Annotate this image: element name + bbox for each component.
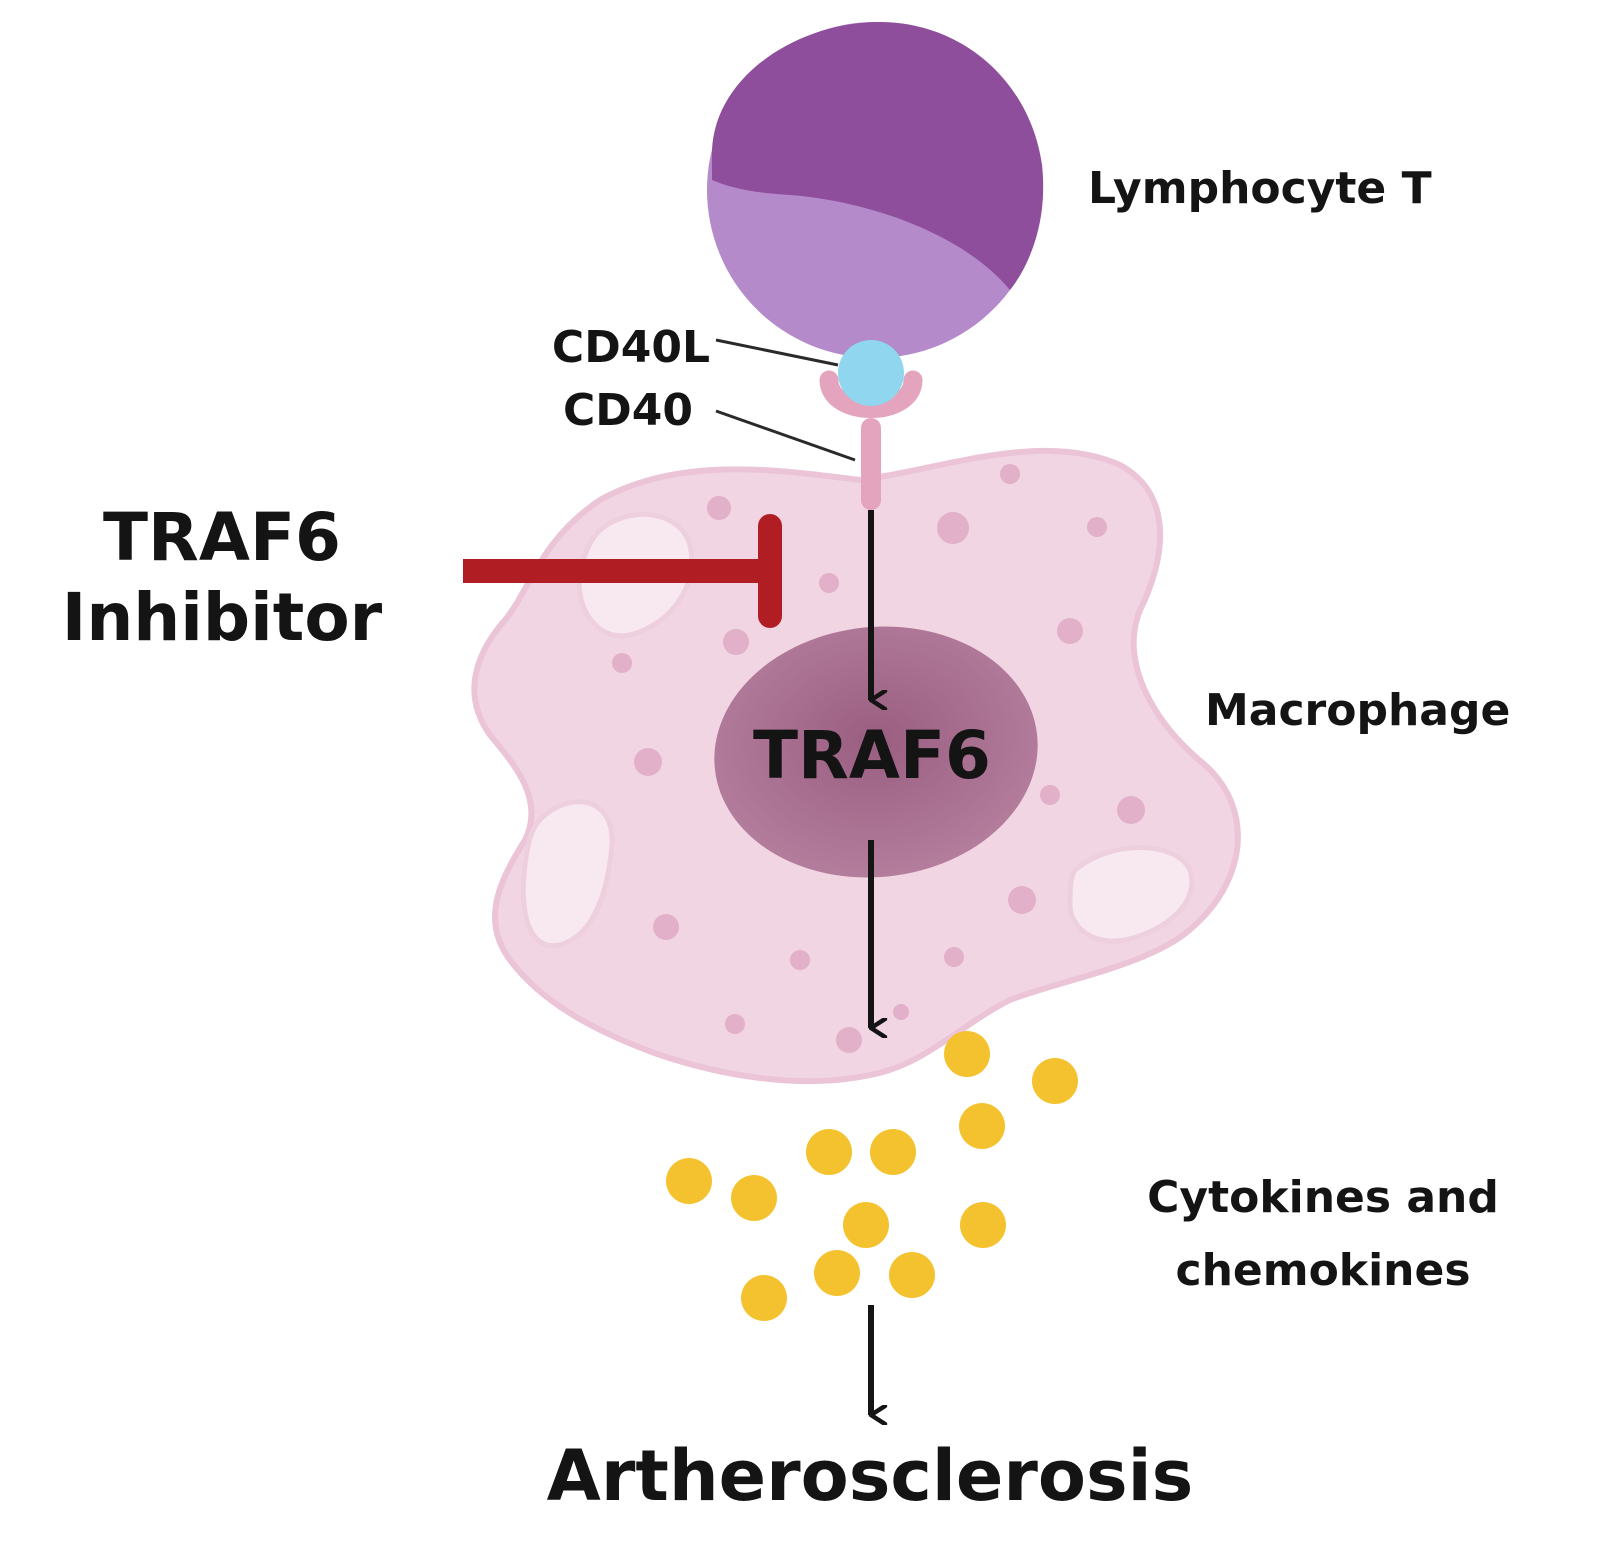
cd40l-label: CD40L bbox=[552, 322, 710, 373]
traf6-label: TRAF6 bbox=[753, 717, 991, 794]
cytokine-particles bbox=[666, 1031, 1078, 1321]
vacuole bbox=[1067, 845, 1195, 944]
cd40l-leader-line bbox=[715, 338, 839, 367]
cd40-label: CD40 bbox=[563, 385, 693, 436]
cd40-leader-line bbox=[715, 409, 856, 462]
inhibitor-label-line1: TRAF6 bbox=[103, 499, 341, 576]
macrophage-label: Macrophage bbox=[1205, 685, 1510, 736]
macrophage bbox=[471, 447, 1241, 1085]
cytokines-label-line2: chemokines bbox=[1175, 1245, 1470, 1296]
cd40l-ligand bbox=[838, 340, 904, 406]
granules bbox=[612, 464, 1145, 1053]
inhibitor-symbol bbox=[463, 514, 782, 628]
lymphocyte-nucleus bbox=[712, 21, 1044, 291]
inhibitor-label-line2: Inhibitor bbox=[62, 579, 383, 656]
cytokines-label-line1: Cytokines and bbox=[1147, 1172, 1499, 1223]
vacuole bbox=[520, 799, 615, 949]
lymphocyte-t bbox=[707, 21, 1044, 358]
macrophage-nucleus bbox=[714, 626, 1038, 878]
artherosclerosis-label: Artherosclerosis bbox=[547, 1435, 1194, 1517]
cd40-cup bbox=[819, 370, 923, 418]
lymphocyte-t-label: Lymphocyte T bbox=[1088, 163, 1432, 214]
cd40-receptor bbox=[819, 370, 923, 510]
